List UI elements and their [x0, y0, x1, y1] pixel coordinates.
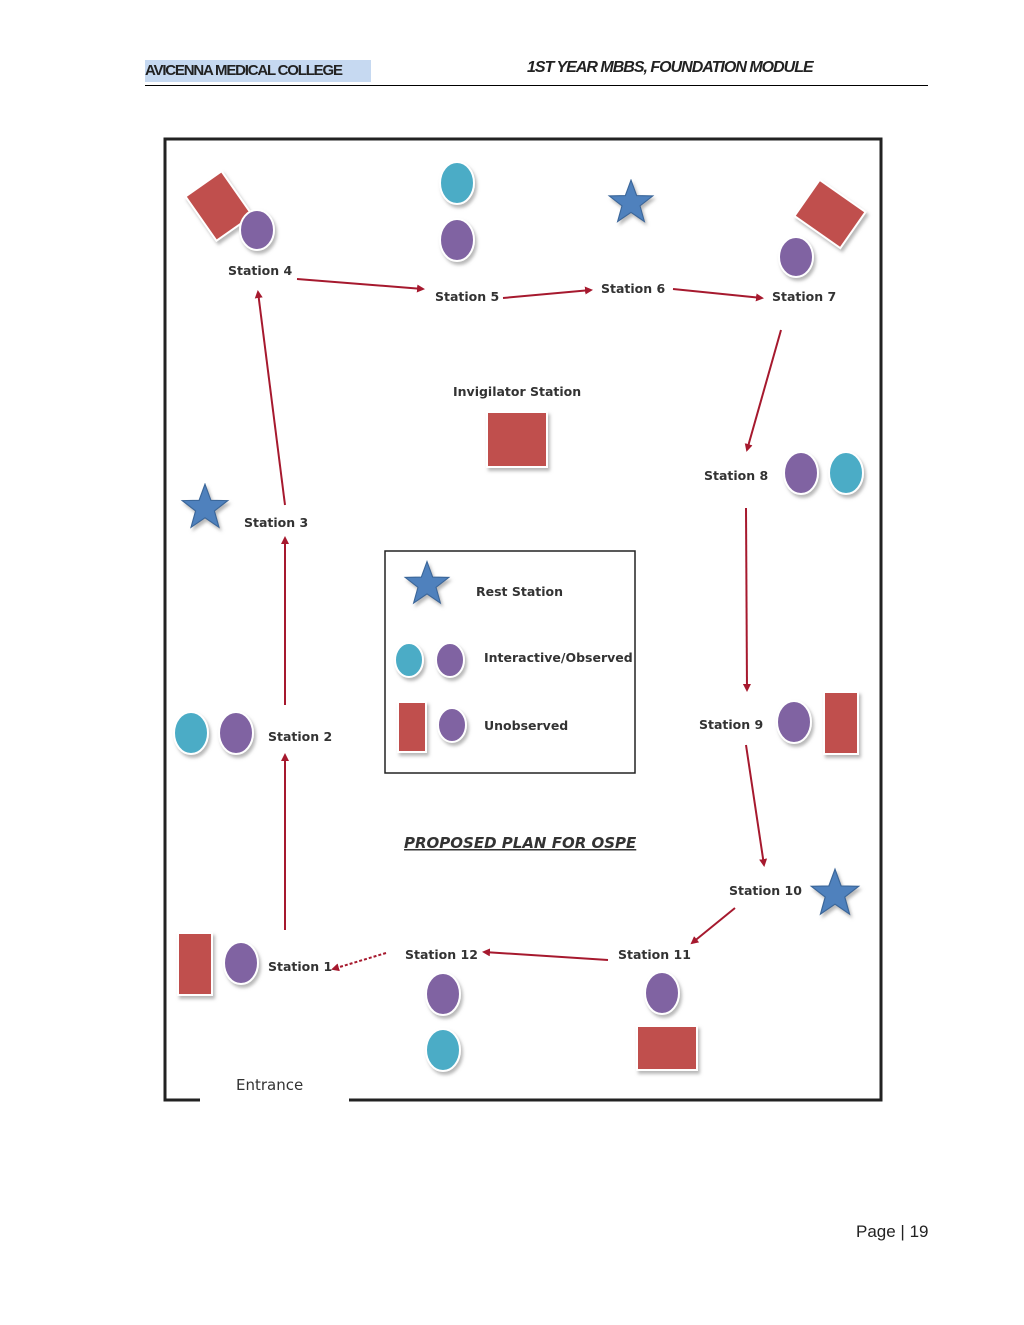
arrow-s8-to-s9 [742, 507, 751, 692]
arrow-s7-to-s8 [744, 329, 782, 452]
station-7-label: Station 7 [772, 289, 836, 304]
station-3-label: Station 3 [244, 515, 308, 530]
legend: Rest Station Interactive/Observed Unobse… [384, 550, 636, 774]
station-6-label: Station 6 [601, 281, 666, 296]
arrow-s3-to-s4 [254, 290, 286, 506]
station-1-label: Station 1 [268, 959, 332, 974]
station-4-shapes [184, 169, 275, 251]
arrow-s4-to-s5 [296, 278, 425, 293]
station-3-star-icon [181, 483, 229, 528]
legend-unobserved-label: Unobserved [484, 718, 568, 733]
arrow-s6-to-s7 [672, 288, 764, 302]
station-2-shapes [173, 711, 254, 755]
station-5-shapes [439, 161, 475, 262]
station-9-shapes [776, 691, 859, 755]
plan-title: PROPOSED PLAN FOR OSPE [404, 834, 637, 852]
arrow-s5-to-s6 [502, 286, 593, 299]
invigilator-desk [486, 411, 548, 468]
header-rule [145, 85, 928, 86]
invigilator-label: Invigilator Station [453, 384, 581, 399]
station-1-shapes [177, 932, 259, 996]
station-5-label: Station 5 [435, 289, 499, 304]
station-12-shapes [425, 972, 461, 1072]
station-8-label: Station 8 [704, 468, 768, 483]
station-7-shapes [778, 178, 867, 278]
station-9-label: Station 9 [699, 717, 763, 732]
legend-rest-label: Rest Station [476, 584, 563, 599]
station-12-label: Station 12 [405, 947, 478, 962]
arrow-s10-to-s11 [690, 907, 736, 945]
header-module-title: 1ST YEAR MBBS, FOUNDATION MODULE [527, 59, 814, 76]
arrow-s12-to-s1 [331, 952, 387, 972]
header-college-name: AVICENNA MEDICAL COLLEGE [145, 60, 371, 82]
entrance-label: Entrance [236, 1076, 303, 1094]
station-10-star-icon [810, 868, 860, 915]
station-4-label: Station 4 [228, 263, 293, 278]
page-number: Page | 19 [856, 1222, 929, 1241]
room-walls [163, 137, 883, 1102]
station-6-star-icon [608, 179, 654, 223]
arrow-s9-to-s10 [745, 744, 768, 867]
station-11-shapes [636, 971, 698, 1071]
arrow-s11-to-s12 [482, 948, 609, 961]
station-10-label: Station 10 [729, 883, 802, 898]
station-8-shapes [783, 451, 864, 495]
station-11-label: Station 11 [618, 947, 691, 962]
legend-interactive-label: Interactive/Observed [484, 650, 633, 665]
station-2-label: Station 2 [268, 729, 332, 744]
